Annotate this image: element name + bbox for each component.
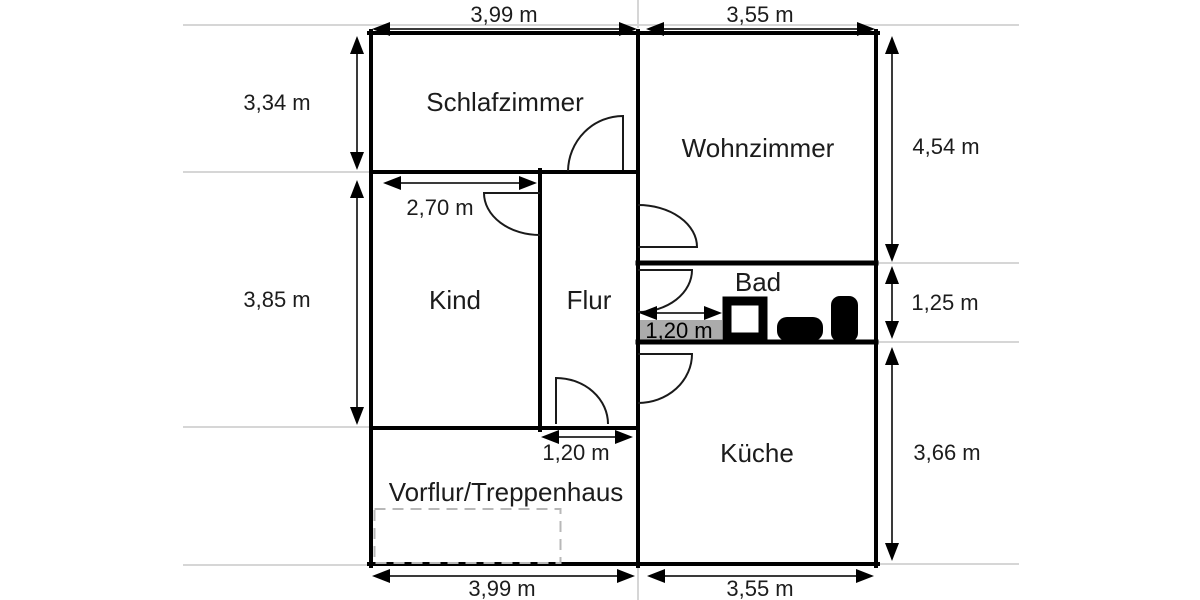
dim-arrow-bottom-left: [372, 569, 635, 583]
room-label-schlafzimmer: Schlafzimmer: [426, 87, 584, 117]
dim-label-flur-exit: 1,20 m: [542, 440, 610, 465]
doors: [482, 114, 699, 425]
door-kind: [482, 192, 541, 236]
stair-landing-dashed-area: [373, 508, 562, 564]
dim-label-right-middle: 1,25 m: [911, 290, 979, 315]
room-label-kueche: Küche: [720, 438, 794, 468]
dimension-arrows: [350, 22, 899, 583]
dim-arrow-right-lower: [885, 347, 899, 561]
toilet-icon: [831, 296, 858, 342]
dim-label-kind-width: 2,70 m: [406, 195, 474, 220]
dim-arrow-top-left: [372, 22, 637, 36]
door-flur-exit: [555, 376, 609, 425]
room-label-flur: Flur: [566, 285, 612, 315]
bathtub-icon: [777, 317, 823, 341]
dim-label-left-upper: 3,34 m: [243, 90, 311, 115]
dim-label-bad-passage: 1,20 m: [645, 318, 713, 343]
dim-arrow-left-upper: [350, 36, 364, 170]
door-schlafzimmer: [567, 114, 624, 172]
dim-label-right-lower: 3,66 m: [913, 440, 981, 465]
shower-icon: [722, 296, 768, 342]
dim-arrow-left-lower: [350, 180, 364, 425]
dim-label-top-left: 3,99 m: [470, 2, 538, 27]
dim-label-right-upper: 4,54 m: [912, 134, 980, 159]
dim-arrow-right-middle: [885, 266, 899, 339]
dim-arrow-kind-width: [383, 176, 537, 190]
dim-arrow-right-upper: [885, 36, 899, 262]
dim-label-left-lower: 3,85 m: [243, 287, 311, 312]
dim-label-bottom-right: 3,55 m: [726, 576, 794, 600]
room-label-bad: Bad: [734, 267, 782, 297]
dim-label-bottom-left: 3,99 m: [468, 576, 536, 600]
dim-arrow-flur-exit: [541, 430, 633, 444]
door-wohnzimmer: [637, 204, 699, 248]
dim-arrow-bottom-right: [647, 569, 874, 583]
room-label-vorflur: Vorflur/Treppenhaus: [388, 477, 624, 507]
room-label-wohnzimmer: Wohnzimmer: [681, 133, 835, 163]
dim-arrow-bad-passage: [639, 306, 722, 320]
door-bad: [637, 269, 694, 313]
dim-arrow-top-right: [646, 22, 875, 36]
background-gridlines: [183, 0, 1019, 600]
room-label-kind: Kind: [428, 285, 482, 315]
bad-fixtures: [722, 296, 858, 342]
door-kueche: [637, 353, 694, 404]
dim-label-top-right: 3,55 m: [726, 2, 794, 27]
bad-passage-strip: [640, 320, 722, 341]
